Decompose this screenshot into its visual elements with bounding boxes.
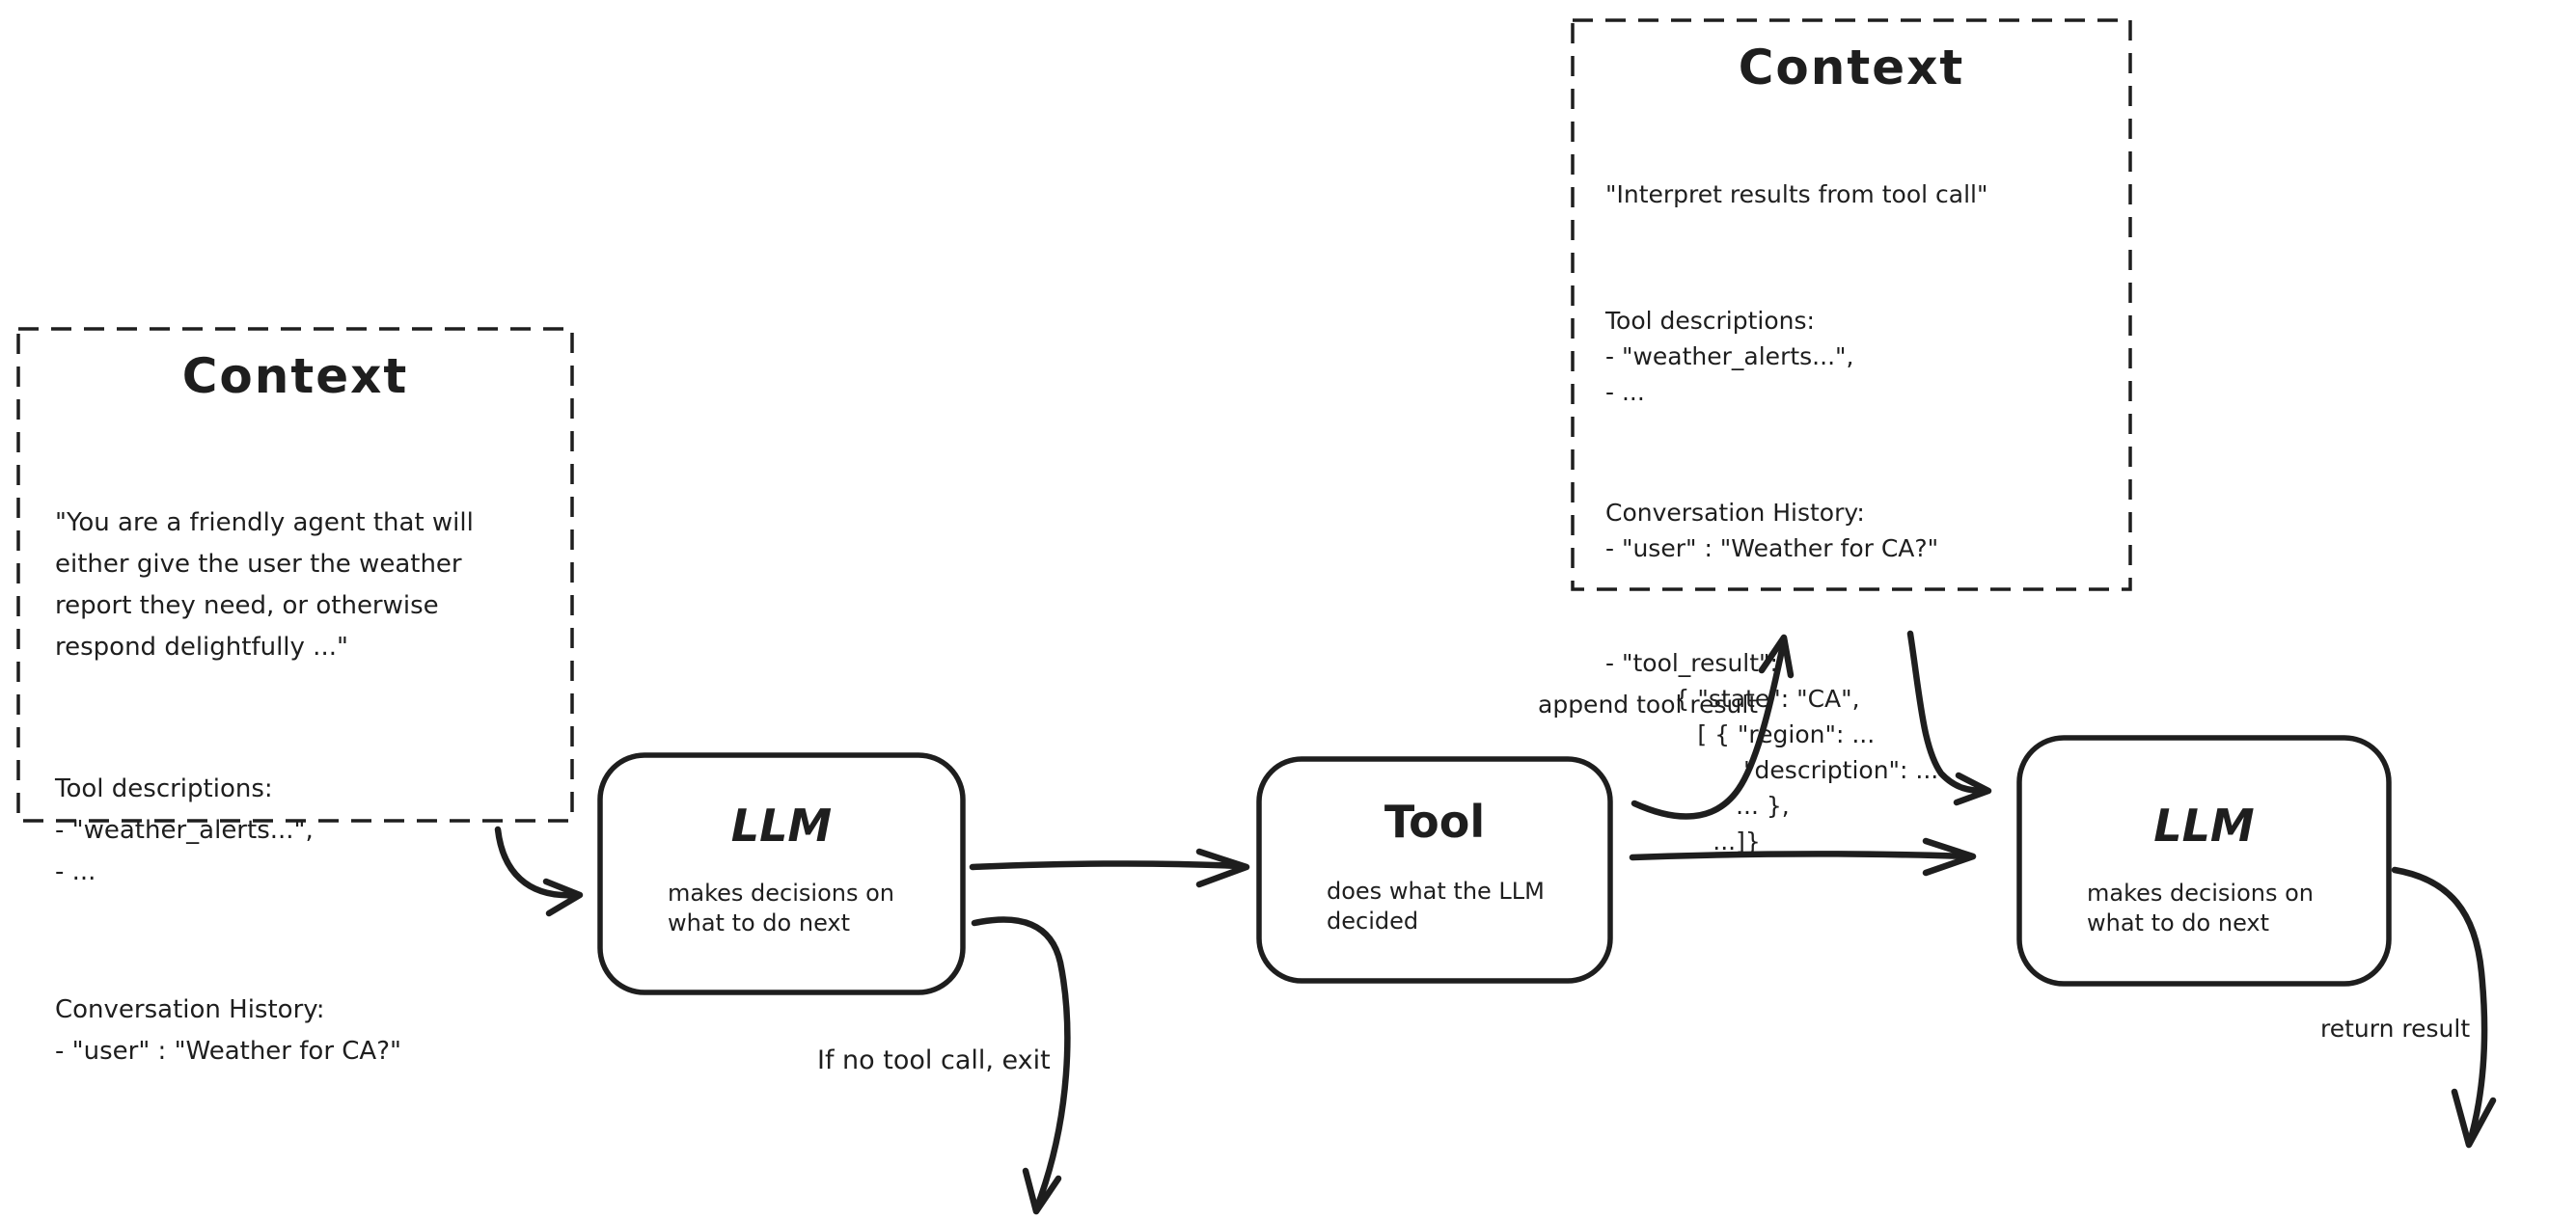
context-top-box-border (1571, 18, 2132, 591)
tool-node: Tool does what the LLM decided (1259, 759, 1610, 981)
llm-2-box-border (2016, 735, 2392, 987)
context-left-title: Context (181, 348, 409, 404)
arrow-context-top-to-llm-2-head (1953, 772, 1992, 806)
arrow-llm-2-return (2391, 866, 2497, 1149)
llm-2-node: LLM makes decisions on what to do next (2019, 738, 2389, 984)
arrow-llm-1-to-tool (969, 848, 1250, 888)
arrow-llm-1-exit (971, 916, 1071, 1215)
arrow-tool-to-llm-2-head (1922, 837, 1977, 877)
arrow-context-left-to-llm-1-head (542, 878, 584, 917)
arrow-context-top-to-llm-2 (1906, 630, 1992, 806)
llm-1-subtitle: makes decisions on what to do next (668, 880, 894, 936)
context-left-tool-descriptions: Tool descriptions: - "weather_alerts..."… (55, 774, 314, 886)
arrow-llm-1-exit-head (1022, 1167, 1062, 1215)
context-left-node: Context "You are a friendly agent that w… (18, 329, 572, 1066)
tool-subtitle: does what the LLM decided (1327, 878, 1545, 935)
llm-1-node: LLM makes decisions on what to do next (600, 755, 963, 992)
arrow-tool-to-context-top (1631, 634, 1795, 820)
context-left-body: "You are a friendly agent that will eith… (18, 420, 572, 1155)
context-top-title: Context (1738, 40, 1965, 95)
llm-1-box-border (597, 752, 966, 995)
context-top-body: "Interpret results from tool call" Tool … (1573, 105, 2130, 931)
context-top-conversation-history: Conversation History: - "user" : "Weathe… (1605, 499, 1939, 562)
context-left-box-border (16, 327, 574, 823)
arrow-llm-2-return-head (2451, 1088, 2497, 1149)
context-left-system-prompt: "You are a friendly agent that will eith… (55, 508, 474, 662)
llm-1-title: LLM (730, 800, 833, 852)
context-top-node: Context "Interpret results from tool cal… (1573, 20, 2130, 855)
arrow-llm-1-to-tool-head (1195, 848, 1250, 888)
context-top-system-prompt: "Interpret results from tool call" (1605, 180, 1988, 208)
arrow-tool-to-context-top-head (1758, 634, 1795, 679)
context-left-conversation-history: Conversation History: - "user" : "Weathe… (55, 995, 401, 1066)
tool-box-border (1256, 756, 1613, 984)
context-top-tool-result: - "tool_result": { "state": "CA", [ { "r… (1605, 649, 1939, 855)
if-no-tool-call-exit-label: If no tool call, exit (817, 1045, 1051, 1075)
return-result-label: return result (2320, 1015, 2471, 1043)
tool-title: Tool (1384, 796, 1486, 848)
arrow-tool-to-llm-2 (1629, 837, 1977, 877)
arrow-context-left-to-llm-1 (494, 826, 584, 917)
llm-2-title: LLM (2153, 800, 2255, 852)
append-tool-result-label: append tool result (1538, 691, 1759, 719)
context-top-tool-descriptions: Tool descriptions: - "weather_alerts..."… (1605, 307, 1854, 406)
llm-2-subtitle: makes decisions on what to do next (2087, 880, 2314, 936)
